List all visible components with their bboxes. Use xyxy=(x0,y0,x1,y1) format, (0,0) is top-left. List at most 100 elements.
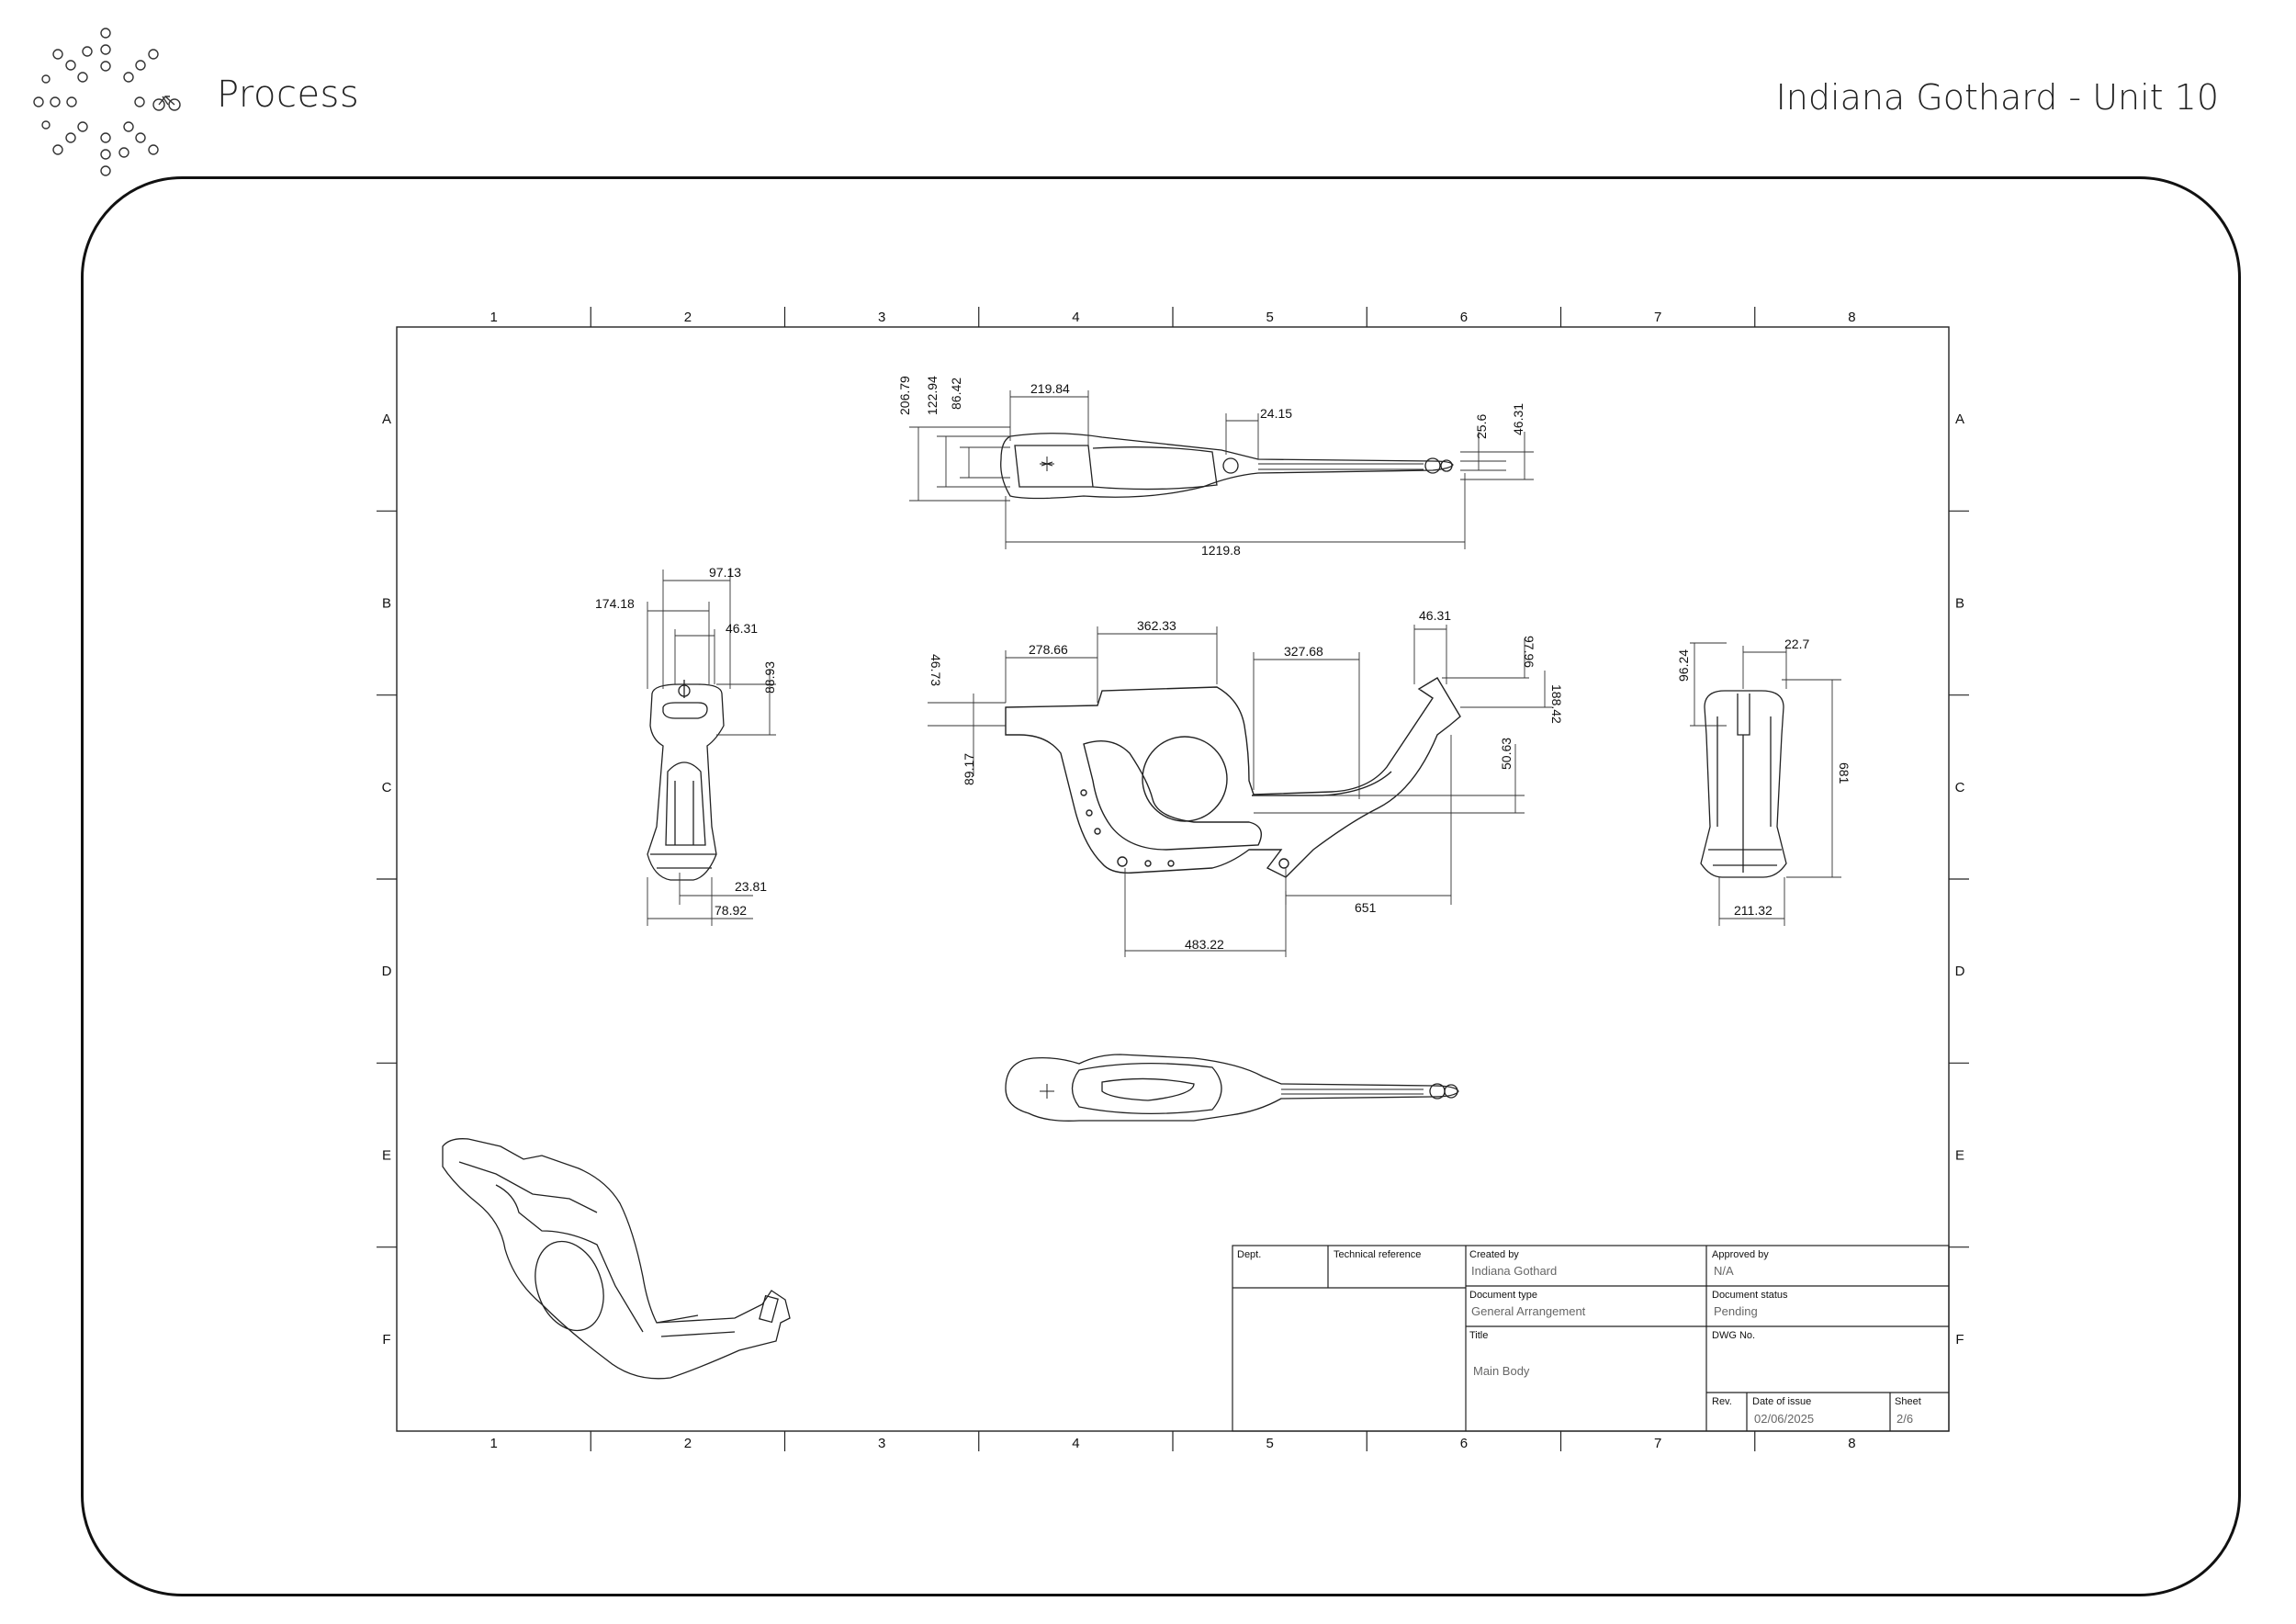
doc-type-value: General Arrangement xyxy=(1471,1304,1586,1318)
approved-by-label: Approved by xyxy=(1712,1249,1769,1260)
tech-ref-label: Technical reference xyxy=(1334,1249,1421,1260)
zone-row-right: F xyxy=(1955,1332,1964,1348)
zone-column-top: 1 xyxy=(490,310,497,325)
dim-46-73: 46.73 xyxy=(929,654,943,686)
top-view xyxy=(1000,433,1454,500)
dim-327-68: 327.68 xyxy=(1284,644,1323,659)
dwg-label: DWG No. xyxy=(1712,1330,1755,1341)
dept-label: Dept. xyxy=(1237,1249,1261,1260)
side-view-dimensions xyxy=(928,625,1552,957)
zone-column-top: 5 xyxy=(1266,310,1273,325)
dim-483-22: 483.22 xyxy=(1185,937,1224,952)
rear-view xyxy=(1700,690,1787,878)
zone-column-bottom: 4 xyxy=(1072,1436,1079,1451)
zone-row-right: D xyxy=(1955,964,1965,979)
zone-row-left: D xyxy=(382,964,392,979)
dim-122-94: 122.94 xyxy=(925,376,940,415)
dim-174-18: 174.18 xyxy=(595,596,635,611)
dim-1219-8: 1219.8 xyxy=(1201,543,1241,558)
rear-view-labels: 96.24 22.7 681 211.32 xyxy=(1676,637,1851,918)
approved-by-value: N/A xyxy=(1714,1264,1734,1278)
dim-278-66: 278.66 xyxy=(1029,642,1068,657)
doc-type-label: Document type xyxy=(1469,1290,1537,1301)
process-logo xyxy=(33,28,181,176)
zone-row-right: B xyxy=(1955,596,1964,612)
title-block-text: Dept. Technical reference Created by Ind… xyxy=(1237,1249,1921,1426)
bicycle-icon xyxy=(152,95,181,111)
dim-86-42: 86.42 xyxy=(949,378,963,410)
dim-651: 651 xyxy=(1355,900,1377,915)
dim-88-93: 88.93 xyxy=(762,661,777,694)
zone-column-top: 2 xyxy=(684,310,692,325)
zone-ticks xyxy=(377,307,1969,1451)
zone-column-top: 6 xyxy=(1460,310,1468,325)
created-by-value: Indiana Gothard xyxy=(1471,1264,1557,1278)
dim-25-6: 25.6 xyxy=(1474,414,1489,439)
dim-24-15: 24.15 xyxy=(1260,406,1292,421)
doc-status-label: Document status xyxy=(1712,1290,1788,1301)
dim-681: 681 xyxy=(1837,762,1851,784)
front-view-labels: 97.13 174.18 46.31 88.93 23.81 78.92 xyxy=(595,565,777,918)
side-view-labels: 362.33 278.66 327.68 46.31 97.96 188.42 … xyxy=(929,608,1564,952)
zone-row-left: A xyxy=(382,412,391,427)
page-subtitle: Indiana Gothard - Unit 10 xyxy=(1775,77,2219,118)
dim-89-17: 89.17 xyxy=(962,753,976,785)
title-value: Main Body xyxy=(1473,1364,1530,1378)
rear-view-dimensions xyxy=(1690,642,1841,926)
doc-status-value: Pending xyxy=(1714,1304,1758,1318)
rounded-frame xyxy=(81,176,2241,1596)
zone-column-top: 8 xyxy=(1848,310,1855,325)
bottom-view xyxy=(1005,1054,1459,1122)
zone-column-top: 7 xyxy=(1654,310,1661,325)
zone-row-left: B xyxy=(382,596,391,612)
dim-46-31-side: 46.31 xyxy=(1419,608,1451,623)
dim-50-63: 50.63 xyxy=(1499,738,1514,770)
issue-label: Date of issue xyxy=(1752,1396,1811,1407)
dim-46-31-top: 46.31 xyxy=(1511,403,1525,435)
zone-row-left: F xyxy=(382,1332,390,1348)
side-view xyxy=(1005,677,1461,878)
dim-211-32: 211.32 xyxy=(1734,903,1773,918)
zone-row-right: C xyxy=(1955,780,1965,795)
dim-362-33: 362.33 xyxy=(1137,618,1176,633)
front-view-dimensions xyxy=(647,570,776,926)
top-view-labels: 206.79 122.94 86.42 219.84 24.15 25.6 46… xyxy=(897,376,1525,558)
zone-column-bottom: 5 xyxy=(1266,1436,1273,1451)
zone-column-bottom: 2 xyxy=(684,1436,692,1451)
sheet-value: 2/6 xyxy=(1896,1412,1913,1426)
isometric-view xyxy=(442,1138,791,1380)
dim-22-7: 22.7 xyxy=(1784,637,1809,651)
rev-label: Rev. xyxy=(1712,1396,1732,1407)
created-by-label: Created by xyxy=(1469,1249,1519,1260)
dim-206-79: 206.79 xyxy=(897,376,912,415)
front-view xyxy=(647,680,725,881)
zone-row-left: E xyxy=(382,1148,391,1164)
dim-46-31-front: 46.31 xyxy=(726,621,758,636)
dim-97-96: 97.96 xyxy=(1522,636,1536,668)
zone-column-bottom: 1 xyxy=(490,1436,497,1451)
zone-column-bottom: 3 xyxy=(878,1436,885,1451)
dim-97-13: 97.13 xyxy=(709,565,741,580)
zone-row-right: E xyxy=(1955,1148,1964,1164)
dim-96-24: 96.24 xyxy=(1676,649,1691,682)
zone-column-bottom: 7 xyxy=(1654,1436,1661,1451)
zone-row-right: A xyxy=(1955,412,1964,427)
dim-78-92: 78.92 xyxy=(715,903,747,918)
sheet-label: Sheet xyxy=(1895,1396,1921,1407)
zone-column-top: 3 xyxy=(878,310,885,325)
zone-column-top: 4 xyxy=(1072,310,1079,325)
dim-219-84: 219.84 xyxy=(1030,381,1070,396)
title-label: Title xyxy=(1469,1330,1488,1341)
dim-23-81: 23.81 xyxy=(735,879,767,894)
zone-row-left: C xyxy=(382,780,392,795)
dim-188-42: 188.42 xyxy=(1549,684,1564,724)
zone-column-bottom: 8 xyxy=(1848,1436,1855,1451)
logo-dots xyxy=(33,28,159,176)
issue-date-value: 02/06/2025 xyxy=(1754,1412,1814,1426)
page-title: Process xyxy=(217,73,360,116)
title-block xyxy=(1232,1245,1950,1432)
zone-column-bottom: 6 xyxy=(1460,1436,1468,1451)
top-view-dimensions xyxy=(909,390,1534,549)
